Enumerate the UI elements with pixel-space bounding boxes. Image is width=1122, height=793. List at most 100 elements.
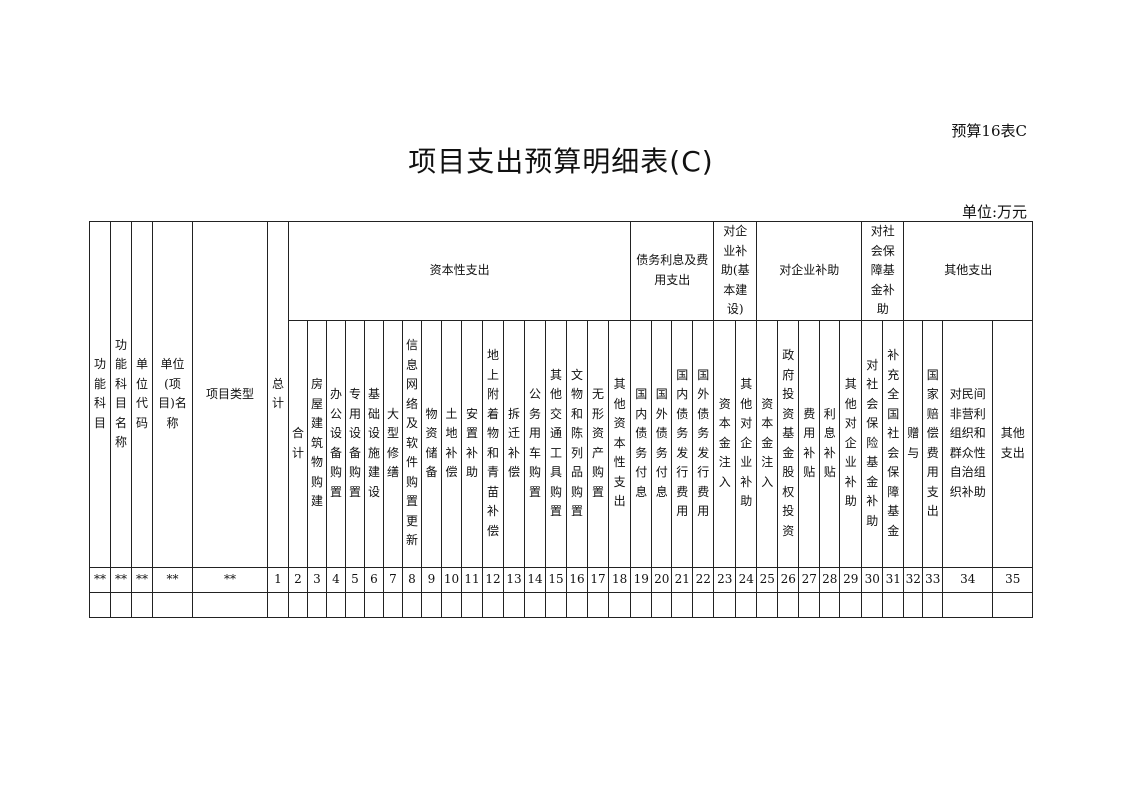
table-cell: [735, 591, 758, 618]
column-header: 其他对企业补助: [839, 319, 863, 568]
column-header: 其他资本性支出: [607, 319, 632, 568]
column-number: 4: [326, 566, 346, 593]
column-number: 30: [861, 566, 884, 593]
table-cell: [307, 591, 327, 618]
column-number: 34: [942, 566, 994, 593]
table-cell: [587, 591, 609, 618]
column-number: 26: [777, 566, 800, 593]
budget-table: 功能科目功能科目名称单位代码单位(项目)名称项目类型总计资本性支出债务利息及费用…: [89, 221, 1034, 618]
column-number: 25: [756, 566, 779, 593]
column-header: 功能科目: [89, 221, 111, 568]
column-number: 14: [524, 566, 546, 593]
column-header: 专用设备购置: [345, 319, 365, 568]
column-number: 33: [922, 566, 944, 593]
column-number: 27: [798, 566, 821, 593]
table-cell: [861, 591, 884, 618]
column-number: 29: [839, 566, 863, 593]
table-cell: [607, 591, 632, 618]
column-header: 对民间非营利组织和群众性自治组织补助: [942, 319, 994, 568]
table-cell: [713, 591, 737, 618]
column-header: 公务用车购置: [524, 319, 546, 568]
column-number: 8: [402, 566, 422, 593]
table-cell: [692, 591, 715, 618]
column-number: 11: [461, 566, 483, 593]
table-cell: [503, 591, 525, 618]
column-number: 35: [992, 566, 1034, 593]
column-header: 费用补贴: [798, 319, 821, 568]
table-cell: [402, 591, 422, 618]
header-row-subs: 合计房屋建筑物购建办公设备购置专用设备购置基础设施建设大型修缮信息网络及软件购置…: [90, 319, 1034, 568]
column-number: 2: [288, 566, 308, 593]
column-number: 31: [882, 566, 905, 593]
column-header: 国家赔偿费用支出: [922, 319, 944, 568]
column-number: 18: [607, 566, 632, 593]
column-header: 单位(项目)名称: [152, 221, 193, 568]
table-cell: [651, 591, 673, 618]
table-cell: [131, 591, 153, 618]
column-number: 10: [441, 566, 462, 593]
column-header: 其他支出: [992, 319, 1034, 568]
table-cell: [671, 591, 694, 618]
column-number: **: [152, 566, 193, 593]
column-header: 资本金注入: [756, 319, 779, 568]
group-header: 对社会保障基金补助: [861, 221, 905, 321]
column-number: 7: [383, 566, 403, 593]
column-header: 资本金注入: [713, 319, 737, 568]
column-header: 其他交通工具购置: [545, 319, 567, 568]
column-header: 国内债务发行费用: [671, 319, 694, 568]
table-cell: [942, 591, 994, 618]
column-number: 23: [713, 566, 737, 593]
column-header: 物资储备: [421, 319, 442, 568]
column-header: 房屋建筑物购建: [307, 319, 327, 568]
column-number: 22: [692, 566, 715, 593]
column-header: 其他对企业补助: [735, 319, 758, 568]
group-header: 债务利息及费用支出: [630, 221, 715, 321]
column-number: **: [110, 566, 132, 593]
column-header: 拆迁补偿: [503, 319, 525, 568]
table-cell: [756, 591, 779, 618]
table-cell: [882, 591, 905, 618]
page-title: 项目支出预算明细表(C): [408, 145, 714, 178]
table-cell: [421, 591, 442, 618]
column-number: **: [89, 566, 111, 593]
column-header: 合计: [288, 319, 308, 568]
column-number: 24: [735, 566, 758, 593]
column-number: 13: [503, 566, 525, 593]
column-number: **: [192, 566, 268, 593]
column-header: 补充全国社会保障基金: [882, 319, 905, 568]
column-number: 15: [545, 566, 567, 593]
column-number: 32: [903, 566, 924, 593]
column-header: 对社会保险基金补助: [861, 319, 884, 568]
table-cell: [345, 591, 365, 618]
table-cell: [630, 591, 653, 618]
column-header: 政府投资基金股权投资: [777, 319, 800, 568]
table-cell: [110, 591, 132, 618]
table-cell: [383, 591, 403, 618]
table-cell: [798, 591, 821, 618]
column-header: 利息补贴: [819, 319, 841, 568]
column-number: 1: [267, 566, 289, 593]
column-header: 安置补助: [461, 319, 483, 568]
column-number: 3: [307, 566, 327, 593]
column-header: 信息网络及软件购置更新: [402, 319, 422, 568]
table-cell: [89, 591, 111, 618]
table-cell: [152, 591, 193, 618]
table-cell: [441, 591, 462, 618]
table-cell: [461, 591, 483, 618]
column-header: 基础设施建设: [364, 319, 384, 568]
table-cell: [267, 591, 289, 618]
column-number: 20: [651, 566, 673, 593]
unit-label: 单位:万元: [961, 203, 1027, 221]
group-header: 资本性支出: [287, 221, 632, 321]
column-header: 文物和陈列品购置: [566, 319, 588, 568]
column-header: 土地补偿: [441, 319, 462, 568]
column-header: 功能科目名称: [110, 221, 132, 568]
table-cell: [192, 591, 268, 618]
column-number: 16: [566, 566, 588, 593]
table-cell: [819, 591, 841, 618]
column-header: 项目类型: [192, 221, 268, 568]
table-cell: [777, 591, 800, 618]
column-number: 28: [819, 566, 841, 593]
column-header: 办公设备购置: [326, 319, 346, 568]
